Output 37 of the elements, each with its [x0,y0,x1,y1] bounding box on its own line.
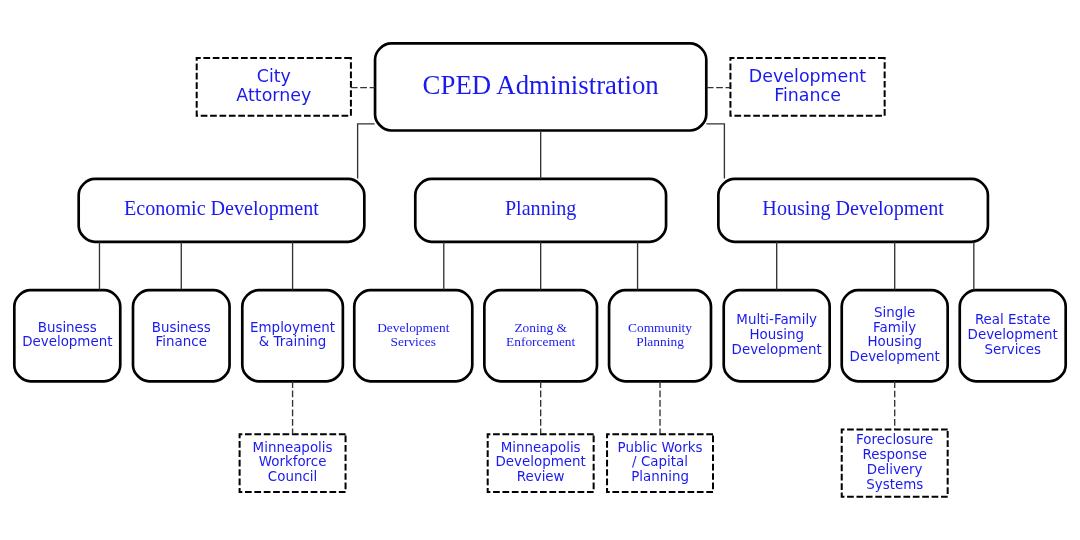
node-box: Community Planning [607,288,713,383]
node-box: Zoning & Enforcement [483,288,599,383]
connector [636,241,639,291]
connector [973,241,975,291]
node-box: Multi-Family Housing Development [722,288,831,383]
node-box: Minneapolis Workforce Council [238,433,347,493]
node-box: Housing Development [717,177,990,244]
connector [705,123,726,180]
connector [350,86,376,89]
connector [894,241,896,291]
node-box: Development Finance [729,57,886,117]
connector [894,380,896,431]
node-box: Economic Development [77,177,366,244]
node-box: Employment & Training [240,288,345,383]
node-box: CPED Administration [373,42,708,132]
node-box: Business Development [12,288,122,383]
node-box: Single Family Housing Development [840,288,949,383]
node-box: Business Finance [131,288,231,383]
node-box: Public Works / Capital Planning [606,433,714,493]
node-box: Real Estate Development Services [958,288,1068,383]
connector [98,241,101,291]
connector [291,380,294,435]
connector [776,241,778,291]
node-box: Planning [413,177,668,244]
connector [356,123,376,180]
connector [291,241,294,291]
connector [180,241,182,291]
node-box: Minneapolis Development Review [486,433,595,493]
node-box: Development Services [352,288,474,383]
connector [540,130,542,180]
connector [659,380,661,435]
node-box: Foreclosure Response Delivery Systems [840,428,949,498]
connector [706,86,731,89]
node-box: City Attorney [195,57,352,117]
connector [540,380,542,435]
connector [540,241,542,291]
connector [443,241,445,291]
